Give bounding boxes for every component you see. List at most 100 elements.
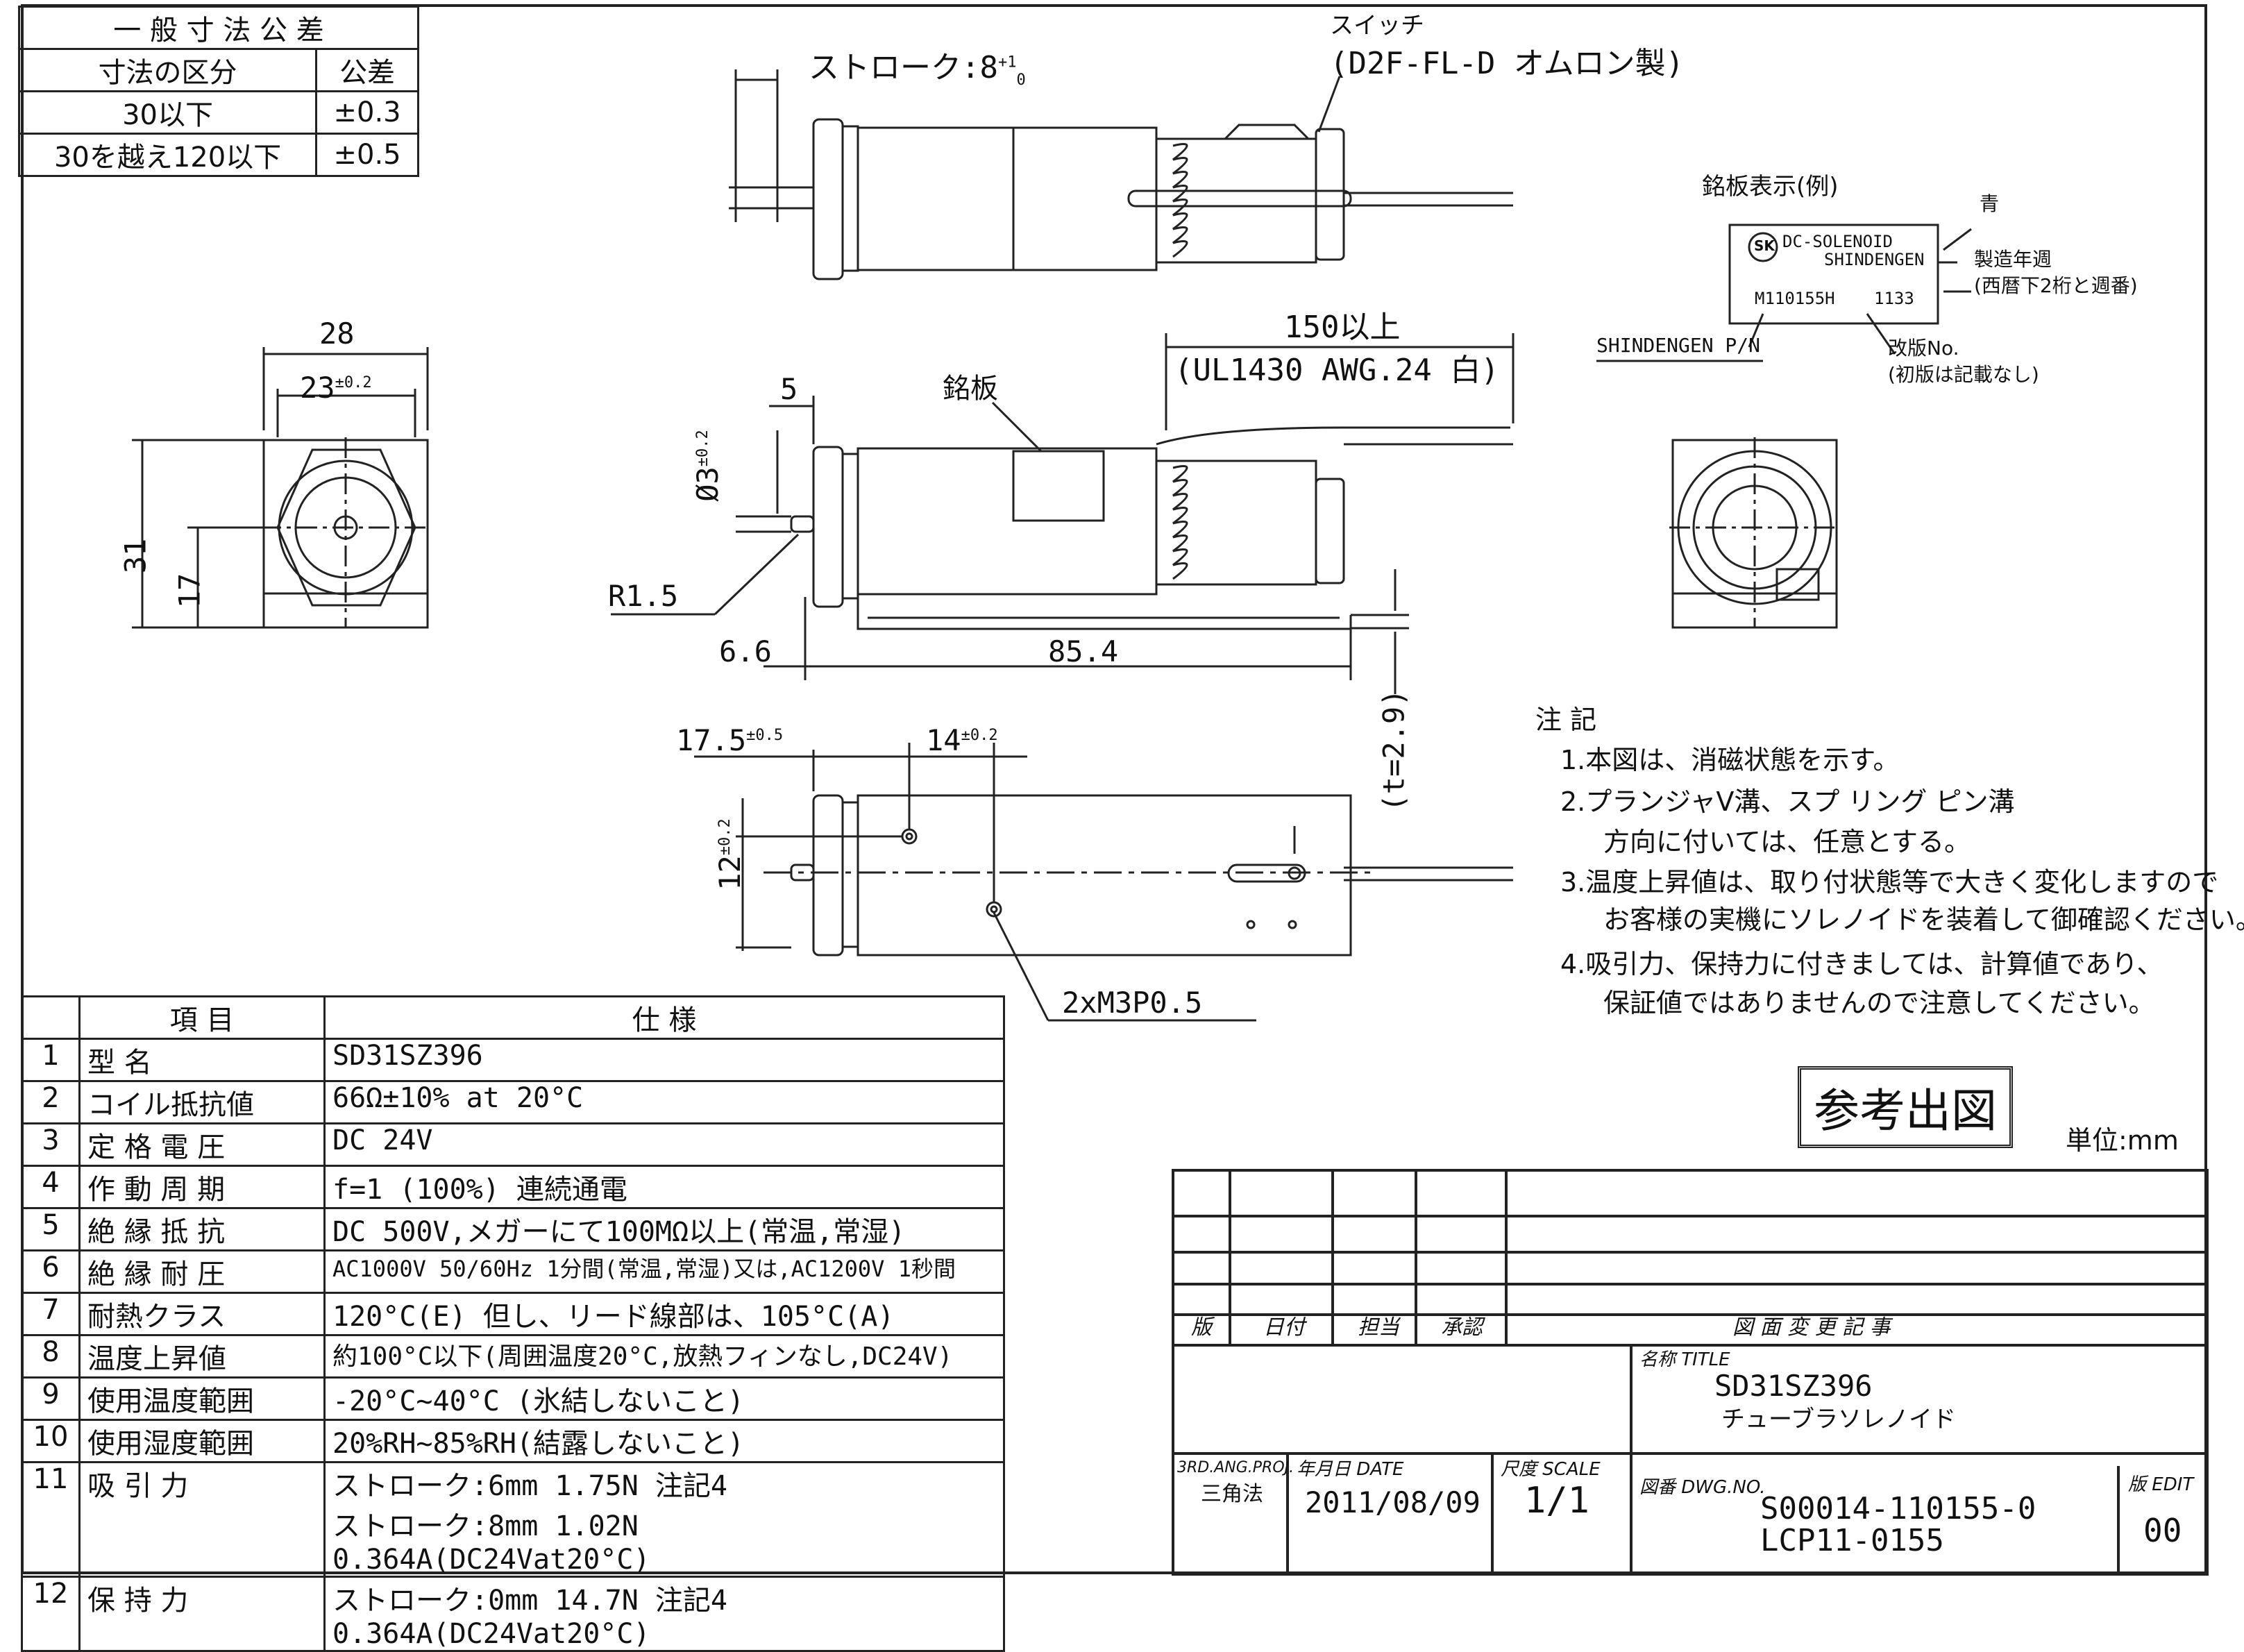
spec-value: -20°C~40°C (氷結しないこと) bbox=[323, 1376, 1005, 1421]
tolerance-col-range: 寸法の区分 bbox=[17, 48, 318, 92]
spec-no: 1 bbox=[21, 1038, 81, 1082]
dim-14-tol: ±0.2 bbox=[961, 727, 998, 744]
dim-width-23-value: 23 bbox=[300, 371, 335, 405]
date-label: 年月日 DATE bbox=[1297, 1459, 1404, 1480]
spec-no: 2 bbox=[21, 1080, 81, 1124]
edit-label: 版 EDIT bbox=[2128, 1474, 2194, 1495]
spec-value: ストローク:0mm 14.7N 注記4 0.364A(DC24Vat20°C) bbox=[323, 1576, 1005, 1652]
dim-175-value: 17.5 bbox=[676, 723, 747, 757]
dim-r15: R1.5 bbox=[608, 579, 679, 613]
spec-no: 12 bbox=[21, 1576, 81, 1652]
spec-line: ストローク:6mm 1.75N 注記4 bbox=[332, 1470, 727, 1502]
nameplate-label-date-note: (西暦下2桁と週番) bbox=[1974, 274, 2138, 297]
dim-175-tol: ±0.5 bbox=[746, 727, 784, 744]
dim-14: 14±0.2 bbox=[926, 726, 998, 755]
note-4b: 保証値ではありませんので注意してください。 bbox=[1603, 988, 2155, 1018]
lead-length: 150以上 bbox=[1284, 310, 1401, 345]
rev-header-date: 日付 bbox=[1263, 1315, 1305, 1340]
note-1: 1.本図は、消磁状態を示す。 bbox=[1560, 745, 1900, 775]
sk-logo-icon: SK bbox=[1754, 237, 1775, 254]
spec-value: f=1 (100%) 連続通電 bbox=[323, 1165, 1005, 1209]
spec-item: 使用湿度範囲 bbox=[78, 1419, 326, 1463]
note-3: 3.温度上昇値は、取り付状態等で大きく変化しますので bbox=[1560, 867, 2219, 897]
spec-no: 8 bbox=[21, 1334, 81, 1379]
nameplate-label-date: 製造年週 bbox=[1974, 248, 2052, 271]
title-block-lines bbox=[1172, 1169, 2209, 1576]
proj-value: 三角法 bbox=[1201, 1482, 1263, 1506]
dim-width-23: 23±0.2 bbox=[300, 373, 372, 403]
spec-item: 吸 引 力 bbox=[78, 1461, 326, 1578]
dim-66: 6.6 bbox=[719, 634, 772, 668]
table-row: 30以下 ±0.3 bbox=[17, 90, 419, 135]
spec-item: 作 動 周 期 bbox=[78, 1165, 326, 1209]
dim-12-tol: ±0.2 bbox=[716, 818, 734, 856]
spec-item: 型 名 bbox=[78, 1038, 326, 1082]
spec-value: 20%RH~85%RH(結露しないこと) bbox=[323, 1419, 1005, 1463]
notes-title: 注 記 bbox=[1535, 705, 1597, 735]
stroke-tol-upper: +1 bbox=[997, 53, 1017, 71]
spec-item: 定 格 電 圧 bbox=[78, 1122, 326, 1167]
spec-value: DC 24V bbox=[323, 1122, 1005, 1167]
spec-line: ストローク:8mm 1.02N bbox=[332, 1510, 639, 1542]
nameplate-label-rev: 改版No. bbox=[1888, 337, 1959, 360]
nameplate-date-code: 1133 bbox=[1874, 289, 1914, 308]
tolerance-range: 30以下 bbox=[17, 90, 318, 135]
dim-dia3-value: Ø3 bbox=[690, 466, 725, 502]
right-end-view bbox=[1669, 437, 1839, 629]
dwg-number-1: S00014-110155-0 bbox=[1760, 1491, 2036, 1526]
spec-value: AC1000V 50/60Hz 1分間(常温,常湿)又は,AC1200V 1秒間 bbox=[323, 1249, 1005, 1294]
spec-value: 120°C(E) 但し、リード線部は、105°C(A) bbox=[323, 1292, 1005, 1336]
spec-no: 9 bbox=[21, 1376, 81, 1421]
spec-item: コイル抵抗値 bbox=[78, 1080, 326, 1124]
note-3b: お客様の実機にソレノイドを装着して御確認ください。 bbox=[1603, 904, 2244, 935]
spec-item: 絶 縁 耐 圧 bbox=[78, 1249, 326, 1294]
dim-thickness: (t=2.9) bbox=[1376, 689, 1411, 812]
spec-item: 保 持 力 bbox=[78, 1576, 326, 1652]
dim-dia3: Ø3±0.2 bbox=[690, 430, 725, 502]
spec-no: 4 bbox=[21, 1165, 81, 1209]
dim-tap: 2xM3P0.5 bbox=[1062, 986, 1203, 1020]
note-2b: 方向に付いては、任意とする。 bbox=[1603, 827, 1971, 857]
spec-line: 0.364A(DC24Vat20°C) bbox=[332, 1544, 650, 1576]
spec-item: 絶 縁 抵 抗 bbox=[78, 1207, 326, 1251]
unit-label: 単位:mm bbox=[2066, 1125, 2179, 1156]
dim-5: 5 bbox=[780, 372, 798, 406]
spec-no: 7 bbox=[21, 1292, 81, 1336]
side-view bbox=[611, 333, 1515, 694]
nameplate-line1: DC-SOLENOID bbox=[1782, 232, 1893, 251]
dim-12-value: 12 bbox=[712, 855, 747, 891]
dim-width-23-tol: ±0.2 bbox=[335, 374, 372, 391]
nameplate-example bbox=[1596, 224, 1972, 362]
title-name-2: チューブラソレノイド bbox=[1721, 1406, 1956, 1433]
spec-no: 10 bbox=[21, 1419, 81, 1463]
dim-14-value: 14 bbox=[926, 723, 961, 757]
nameplate-label-blue: 青 bbox=[1980, 192, 2000, 215]
edit-value: 00 bbox=[2143, 1512, 2182, 1549]
nameplate-label-rev-note: (初版は記載なし) bbox=[1888, 363, 2039, 386]
stroke-label: ストローク:8+10 bbox=[809, 53, 1026, 88]
dim-12: 12±0.2 bbox=[712, 818, 747, 891]
tolerance-table: 一 般 寸 法 公 差 寸法の区分 公差 30以下 ±0.3 30を越え120以… bbox=[17, 6, 419, 177]
spec-value: SD31SZ396 bbox=[323, 1038, 1005, 1082]
rev-header-approval: 承認 bbox=[1441, 1315, 1483, 1340]
spec-value: DC 500V,メガーにて100MΩ以上(常温,常湿) bbox=[323, 1207, 1005, 1251]
dwg-number-2: LCP11-0155 bbox=[1760, 1523, 1944, 1558]
spec-no: 5 bbox=[21, 1207, 81, 1251]
nameplate-label-pn: SHINDENGEN P/N bbox=[1596, 334, 1761, 357]
dim-width-28: 28 bbox=[319, 317, 355, 351]
dim-175: 17.5±0.5 bbox=[676, 726, 783, 755]
proj-label: 3RD.ANG.PROJ. bbox=[1177, 1459, 1294, 1476]
spec-item: 温度上昇値 bbox=[78, 1334, 326, 1379]
scale-value: 1/1 bbox=[1524, 1480, 1589, 1522]
drawing-frame bbox=[21, 4, 2207, 1574]
